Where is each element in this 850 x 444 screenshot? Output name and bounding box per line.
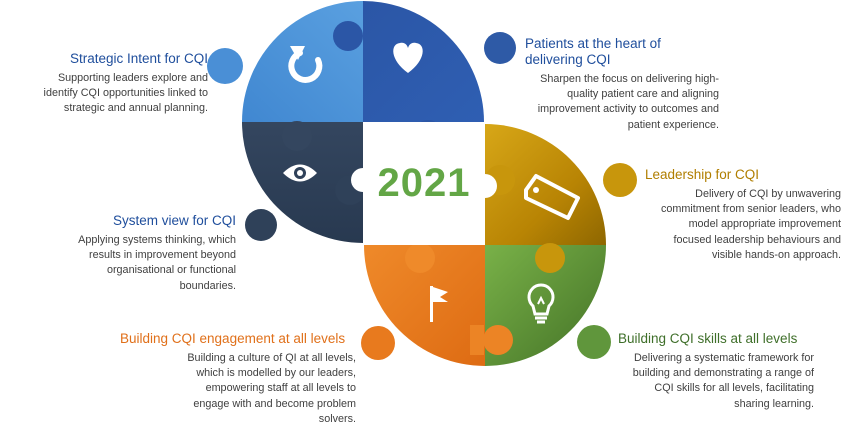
engagement-title: Building CQI engagement at all levels	[120, 331, 346, 346]
dot-engagement	[361, 326, 395, 360]
dot-system	[245, 209, 277, 241]
strategic-title: Strategic Intent for CQI	[69, 51, 208, 66]
system-title: System view for CQI	[112, 213, 236, 228]
dot-leadership	[603, 163, 637, 197]
section-leadership: Leadership for CQI Delivery of CQI by un…	[645, 166, 841, 263]
center-year: 2021	[378, 161, 471, 205]
center-square	[363, 122, 485, 245]
dot-skills	[577, 325, 611, 359]
system-text: Applying systems thinking, which results…	[78, 234, 236, 292]
piece-top-left	[242, 1, 363, 122]
patients-text: Sharpen the focus on delivering high- qu…	[537, 73, 719, 131]
section-strategic: Strategic Intent for CQI Supporting lead…	[18, 50, 208, 117]
strategic-text: Supporting leaders explore and identify …	[43, 72, 208, 115]
leadership-text: Delivery of CQI by unwavering commitment…	[660, 188, 841, 261]
section-skills: Building CQI skills at all levels Delive…	[618, 330, 814, 412]
eye-icon	[283, 164, 317, 182]
refresh-icon	[288, 46, 323, 83]
skills-title: Building CQI skills at all levels	[618, 331, 798, 346]
dot-strategic	[207, 48, 243, 84]
dot-patients	[484, 32, 516, 64]
tag-icon	[524, 174, 580, 220]
lightbulb-icon	[527, 283, 555, 324]
piece-top-right	[363, 1, 484, 122]
flag-icon	[430, 286, 448, 322]
patients-title: Patients at the heart of delivering CQI	[525, 36, 661, 67]
section-system: System view for CQI Applying systems thi…	[50, 212, 236, 294]
heart-icon	[393, 42, 423, 73]
skills-text: Delivering a systematic framework for bu…	[632, 352, 814, 410]
section-engagement: Building CQI engagement at all levels Bu…	[120, 330, 356, 427]
leadership-title: Leadership for CQI	[645, 167, 760, 182]
engagement-text: Building a culture of QI at all levels, …	[187, 352, 356, 425]
section-patients: Patients at the heart of delivering CQI …	[525, 36, 735, 133]
